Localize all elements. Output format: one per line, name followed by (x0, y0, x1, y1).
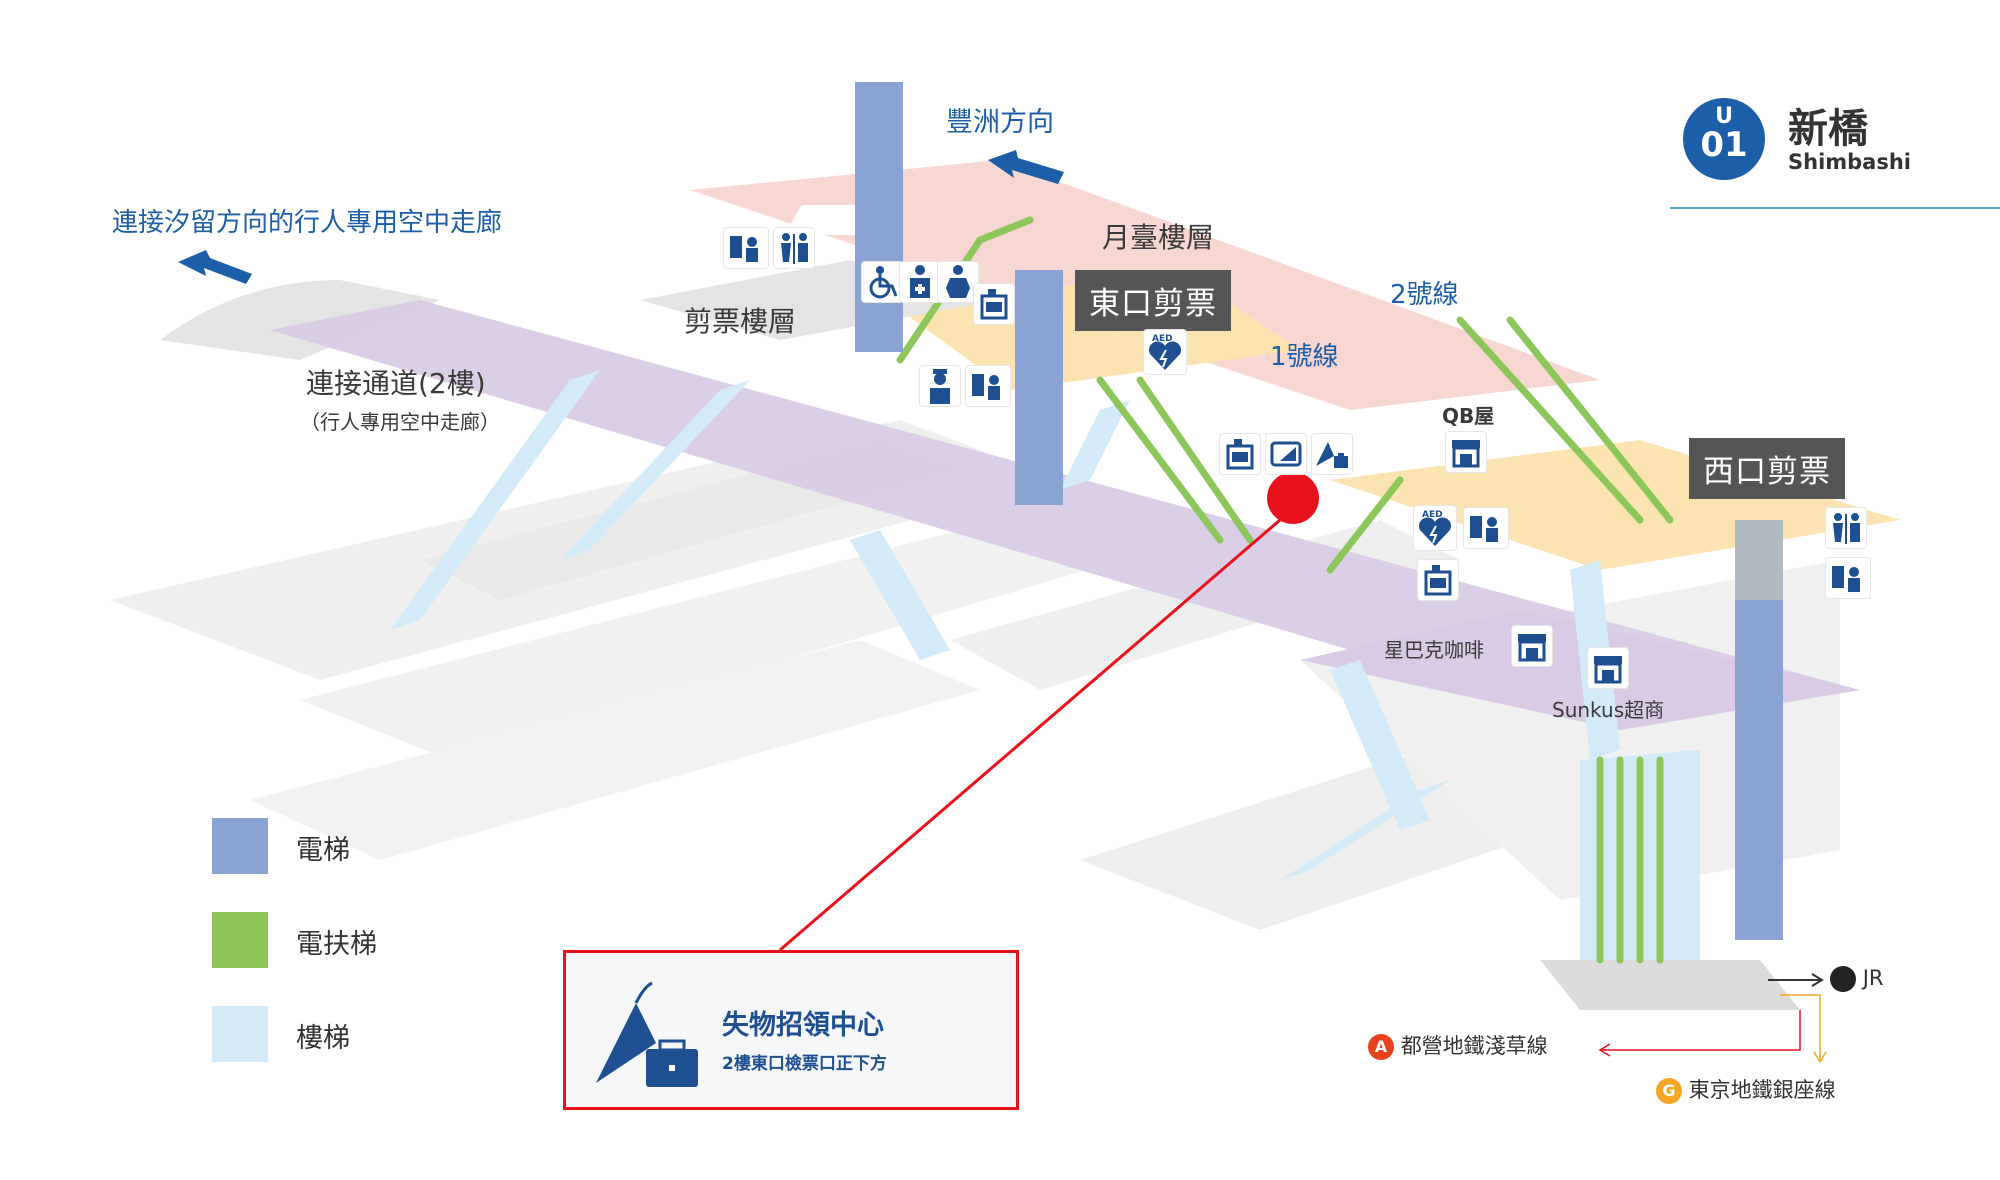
svg-text:AED: AED (1152, 334, 1173, 344)
connect-passage-west (1300, 610, 1860, 730)
ticket-floor-label: 剪票樓層 (684, 305, 797, 338)
sunkus-label: Sunkus超商 (1552, 698, 1665, 722)
shop-icon-sunkus (1588, 648, 1628, 688)
baby-care-icon (938, 262, 978, 302)
ticket-machine-icon (724, 228, 768, 268)
platform-floor-label: 月臺樓層 (1102, 221, 1215, 254)
asakusa-connection: A 都營地鐵淺草線 (1368, 1030, 1548, 1060)
legend-stairs-swatch (212, 1006, 268, 1062)
ticket-machine-icon-3 (1464, 508, 1508, 548)
restroom-icon-2 (1826, 508, 1866, 548)
direction-arrows (178, 150, 1064, 284)
asakusa-label: 都營地鐵淺草線 (1400, 1034, 1548, 1058)
starbucks-label: 星巴克咖啡 (1384, 638, 1484, 662)
aed-icon-2: AED (1414, 506, 1456, 550)
escalators (896, 216, 1674, 964)
elevators (855, 82, 1783, 940)
lost-found-subtitle: 2樓東口檢票口正下方 (722, 1054, 887, 1074)
lost-found-connector (779, 518, 1281, 952)
track1-label: 1號線 (1270, 342, 1339, 372)
east-gate-label: 東口剪票 (1075, 270, 1231, 331)
multipurpose-icon (900, 262, 940, 302)
connection-arrows (1598, 973, 1827, 1064)
ticket-machine-icon-2 (966, 366, 1010, 406)
shop-icon-starbucks (1512, 626, 1552, 666)
restroom-icon (774, 228, 814, 268)
west-gate-label: 西口剪票 (1689, 438, 1845, 499)
ic-card-icon (1266, 434, 1306, 474)
station-badge: U 01 (1683, 98, 1765, 180)
legend-elevator-label: 電梯 (296, 835, 350, 866)
connect-passage-label: 連接通道(2樓) (306, 367, 486, 400)
lost-found-icon (1312, 434, 1352, 474)
legend-stairs-label: 樓梯 (296, 1023, 350, 1054)
svg-text:AED: AED (1422, 510, 1443, 520)
legend-elevator-swatch (212, 818, 268, 874)
locker-icon-2 (1220, 434, 1260, 474)
jr-label: JR (1862, 966, 1884, 990)
track2-label: 2號線 (1390, 280, 1459, 310)
asakusa-line-badge: A (1368, 1034, 1394, 1060)
locker-icon-3 (1418, 560, 1458, 600)
ticket-machine-icon-4 (1826, 558, 1870, 598)
station-name-en: Shimbashi (1788, 150, 1912, 174)
ginza-line-badge: G (1656, 1078, 1682, 1104)
lost-found-title: 失物招領中心 (722, 1010, 884, 1041)
connect-passage-sub: （行人專用空中走廊） (300, 410, 500, 434)
shop-icon-qb (1446, 432, 1486, 472)
aed-icon: AED (1144, 330, 1186, 374)
station-line-letter: U (1715, 104, 1733, 129)
wheelchair-icon (862, 262, 902, 302)
locker-icon (974, 284, 1014, 324)
toyosu-label: 豐洲方向 (946, 107, 1054, 138)
lost-found-marker[interactable] (1267, 472, 1319, 524)
lost-found-callout[interactable]: 失物招領中心 2樓東口檢票口正下方 (563, 950, 1019, 1110)
train-icon (1830, 966, 1856, 992)
arrow-toyosu (988, 150, 1064, 184)
station-number: 01 (1700, 125, 1748, 165)
legend-escalator-swatch (212, 912, 268, 968)
jr-connection: JR (1830, 966, 1883, 992)
qb-label: QB屋 (1442, 404, 1495, 428)
shiodome-label: 連接汐留方向的行人專用空中走廊 (112, 208, 503, 238)
station-staff-icon (920, 366, 960, 406)
ginza-label: 東京地鐵銀座線 (1688, 1078, 1836, 1102)
ginza-connection: G 東京地鐵銀座線 (1656, 1074, 1836, 1104)
legend-escalator-label: 電扶梯 (296, 929, 377, 960)
arrow-shiodome (178, 250, 252, 284)
connect-passage (270, 300, 1860, 730)
station-name: 新橋 (1788, 106, 1868, 152)
umbrella-briefcase-icon (596, 981, 698, 1087)
